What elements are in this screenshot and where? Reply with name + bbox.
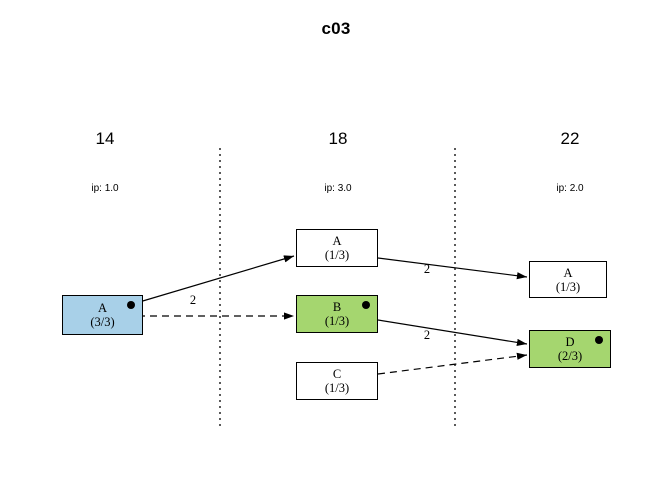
node-a-col0[interactable]: A (3/3) bbox=[62, 295, 143, 335]
node-marker-dot bbox=[595, 336, 603, 344]
node-count: (2/3) bbox=[557, 349, 583, 363]
node-a-col2[interactable]: A (1/3) bbox=[529, 261, 607, 298]
node-count: (1/3) bbox=[324, 248, 350, 262]
node-marker-dot bbox=[362, 301, 370, 309]
node-label: C bbox=[332, 367, 342, 381]
column-header-1: 18 bbox=[328, 129, 348, 148]
node-label: A bbox=[97, 301, 108, 315]
edge-n0-n1 bbox=[135, 255, 295, 304]
node-count: (1/3) bbox=[324, 314, 350, 328]
node-count: (1/3) bbox=[555, 279, 581, 294]
edge-label-1: 2 bbox=[423, 262, 431, 276]
edge-n3-n5 bbox=[377, 352, 528, 375]
edge-label-0: 2 bbox=[189, 293, 197, 307]
node-c-col1[interactable]: C (1/3) bbox=[296, 362, 378, 400]
node-count: (1/3) bbox=[324, 381, 350, 395]
edge-n1-n4 bbox=[377, 257, 528, 280]
node-b-col1[interactable]: B (1/3) bbox=[296, 295, 378, 333]
column-header-2: 22 bbox=[560, 129, 580, 148]
node-d-col2[interactable]: D (2/3) bbox=[529, 330, 611, 368]
edge-label-2: 2 bbox=[423, 328, 431, 342]
column-ip-2: ip: 2.0 bbox=[556, 183, 584, 194]
node-count: (3/3) bbox=[90, 315, 115, 329]
node-label: A bbox=[332, 234, 342, 248]
node-a-col1[interactable]: A (1/3) bbox=[296, 229, 378, 267]
page-title: c03 bbox=[321, 19, 351, 38]
node-label: D bbox=[565, 335, 575, 349]
column-ip-1: ip: 3.0 bbox=[324, 183, 352, 194]
column-ip-0: ip: 1.0 bbox=[91, 183, 119, 194]
node-label: B bbox=[332, 300, 342, 314]
column-header-0: 14 bbox=[95, 129, 115, 148]
edge-n2-n5 bbox=[377, 319, 528, 346]
node-marker-dot bbox=[127, 301, 135, 309]
node-label: A bbox=[563, 265, 573, 280]
